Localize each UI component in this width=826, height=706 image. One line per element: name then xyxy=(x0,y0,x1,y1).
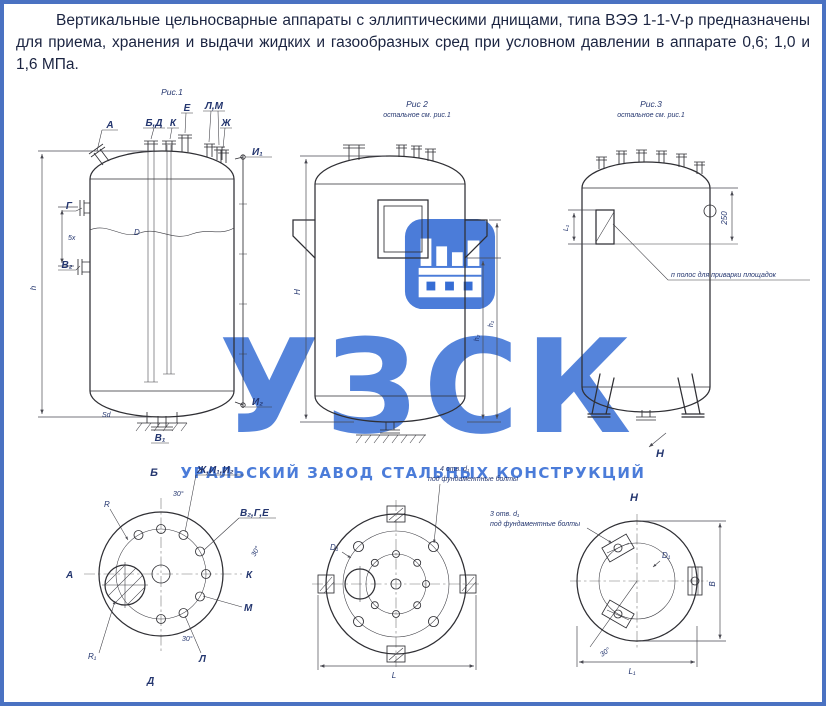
view-4bolt-note-1: 4 отв. d₁ xyxy=(440,466,470,473)
view-4bolt-tabs xyxy=(317,505,477,663)
view-b-dim-r1: R₁ xyxy=(88,652,97,661)
fig2-dim-H: Н xyxy=(293,289,302,295)
fig1-dimensions xyxy=(38,150,154,418)
view-h-note-2: под фундаментные болты xyxy=(490,520,581,528)
fig3-vessel xyxy=(581,161,711,421)
view-4bolt-labels: D₁ 4 отв. d₁ под фундаментные болты L xyxy=(317,466,519,680)
fig3-note: остальное см. рис.1 xyxy=(617,112,685,119)
view-h-angle: 30° xyxy=(599,646,612,659)
view-4bolt-dim-d1: D₁ xyxy=(330,543,339,552)
fig1-label-i1: И₁ xyxy=(252,147,263,158)
fig1-label-bd: Б,Д xyxy=(145,118,162,129)
view-h-bolt-holes xyxy=(613,543,700,619)
view-b-labels: Ж,И₁,И₂ 30° В₂,Г,Е К А М Л 30° 30° Д R R… xyxy=(65,465,276,687)
fig1-label-lm: Л,М xyxy=(204,101,224,112)
fig3-dim-l1: L₁ xyxy=(563,224,570,231)
view-b-label-vge: В₂,Г,Е xyxy=(240,508,269,519)
fig3-dimensions: 250 L₁ Н xyxy=(563,187,738,460)
view-h-dim-l1: L₁ xyxy=(629,667,636,676)
fig3-top-nozzles xyxy=(596,149,717,218)
fig2-note: остальное см. рис.1 xyxy=(383,112,451,119)
view-h-leg-pads xyxy=(601,533,703,629)
fig2-manhole xyxy=(377,199,429,259)
fig2-vessel xyxy=(314,155,466,444)
fig1-dim-5x: 5х xyxy=(68,235,76,242)
fig1-dim-h: h xyxy=(29,285,38,290)
fig1-dim-d: D xyxy=(134,228,140,237)
view-b-label-l: Л xyxy=(198,654,207,665)
figure-3: Рис.3 остальное см. рис.1 п пол xyxy=(563,99,810,460)
fig3-callout: п полос для приварки площадок xyxy=(671,271,777,279)
view-4bolt-nozzle xyxy=(344,566,376,602)
fig1-vessel xyxy=(89,150,235,432)
view-h: Н D₁ 3 отв. d₁ под фунд xyxy=(490,492,726,676)
view-h-dim-b: В xyxy=(708,581,717,587)
view-b-label-k: К xyxy=(246,570,253,581)
fig1-top-nozzles xyxy=(88,134,229,166)
view-h-labels: D₁ 3 отв. d₁ под фундаментные болты В L₁… xyxy=(490,511,726,676)
intro-paragraph: Вертикальные цельносварные аппараты с эл… xyxy=(16,12,810,73)
fig1-side-nozzles xyxy=(77,200,90,275)
fig2-top-nozzles xyxy=(343,144,436,161)
fig3-view-arrow-label: Н xyxy=(656,448,665,460)
view-b-angle-2: 30° xyxy=(182,635,193,643)
fig2-caption: Рис 2 xyxy=(406,99,428,109)
fig1-label-i2: И₂ xyxy=(252,397,263,408)
fig2-dim-h1: h₁ xyxy=(488,320,495,327)
view-b-hatched-nozzle xyxy=(102,562,148,608)
figure-2: Рис 2 остальное см. рис.1 xyxy=(292,99,501,444)
fig1-label-zh: Ж xyxy=(220,118,231,129)
view-h-dim-d1: D₁ xyxy=(662,551,671,560)
view-b-label-m: М xyxy=(244,603,253,614)
fig1-internals xyxy=(89,145,235,383)
view-4bolt-note-2: под фундаментные болты xyxy=(428,475,519,483)
view-h-title: Н xyxy=(630,492,639,504)
fig1-labels: А Б,Д К Е Л,М Ж Г В₂ В₁ И₁ И₂ xyxy=(29,101,272,444)
fig1-label-k: К xyxy=(170,118,177,129)
view-b-label-d: Д xyxy=(146,676,154,687)
fig1-level-gauge xyxy=(234,154,247,408)
view-b-angle-1: 30° xyxy=(173,490,184,498)
fig3-caption: Рис.3 xyxy=(640,99,662,109)
view-b-bolt-holes xyxy=(133,524,211,624)
view-b-title: Б xyxy=(150,467,158,479)
fig1-label-a: А xyxy=(105,120,113,131)
view-4bolt-dim-L: L xyxy=(392,671,396,680)
view-4bolt: D₁ 4 отв. d₁ под фундаментные болты L xyxy=(312,466,519,680)
fig1-label-v2: В₂ xyxy=(61,260,72,271)
fig3-legs xyxy=(587,373,705,418)
view-b-label-zhi: Ж,И₁,И₂ xyxy=(196,465,234,476)
view-b-angle-3: 30° xyxy=(250,545,262,558)
fig3-dim-250: 250 xyxy=(720,211,729,226)
view-b: Б Ж,И₁,И₂ xyxy=(65,465,276,687)
view-b-dim-r: R xyxy=(104,500,110,509)
fig1-label-g: Г xyxy=(66,201,73,212)
fig1-label-e: Е xyxy=(184,103,191,114)
view-h-note-1: 3 отв. d₁ xyxy=(490,511,520,518)
fig3-weld-plate: п полос для приварки площадок xyxy=(595,209,810,281)
figure-1: Рис.1 xyxy=(29,87,272,444)
fig1-caption: Рис.1 xyxy=(161,87,183,97)
view-b-label-a: А xyxy=(65,570,73,581)
fig1-dim-sd: Sd xyxy=(102,412,112,419)
technical-drawing: Рис.1 xyxy=(29,87,810,687)
fig2-dimensions: Н h₂ h₁ xyxy=(293,155,501,423)
fig2-dim-h2: h₂ xyxy=(474,334,481,341)
fig1-label-v1: В₁ xyxy=(155,433,166,444)
view-4bolt-inner-holes xyxy=(370,550,430,618)
